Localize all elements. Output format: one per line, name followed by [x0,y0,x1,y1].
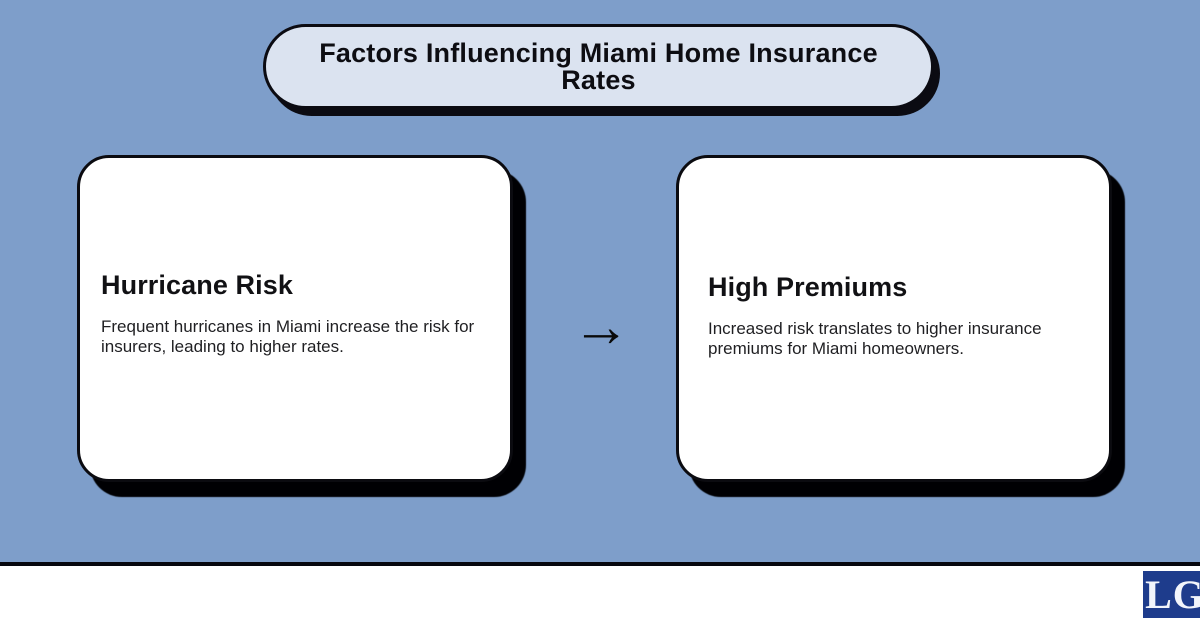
brand-logo-text: LG [1145,571,1200,617]
card-hurricane-risk: Hurricane Risk Frequent hurricanes in Mi… [77,155,513,482]
card-high-premiums-content: High Premiums Increased risk translates … [708,272,1096,359]
card-description-hurricane-risk: Frequent hurricanes in Miami increase th… [101,317,475,357]
card-description-high-premiums: Increased risk translates to higher insu… [708,319,1042,359]
footer-bar: LG [0,566,1200,630]
page-title-line-1: Factors Influencing Miami Home Insurance [319,37,878,68]
card-title-hurricane-risk: Hurricane Risk [101,270,293,300]
card-hurricane-risk-content: Hurricane Risk Frequent hurricanes in Mi… [101,270,493,357]
card-high-premiums: High Premiums Increased risk translates … [676,155,1112,482]
footer-divider-line [0,562,1200,566]
page-title-line-2: Rates [561,64,636,95]
right-arrow-icon: → [572,294,630,359]
brand-logo-badge: LG [1143,571,1200,618]
title-banner: Factors Influencing Miami Home Insurance… [263,24,934,109]
card-title-high-premiums: High Premiums [708,272,908,302]
